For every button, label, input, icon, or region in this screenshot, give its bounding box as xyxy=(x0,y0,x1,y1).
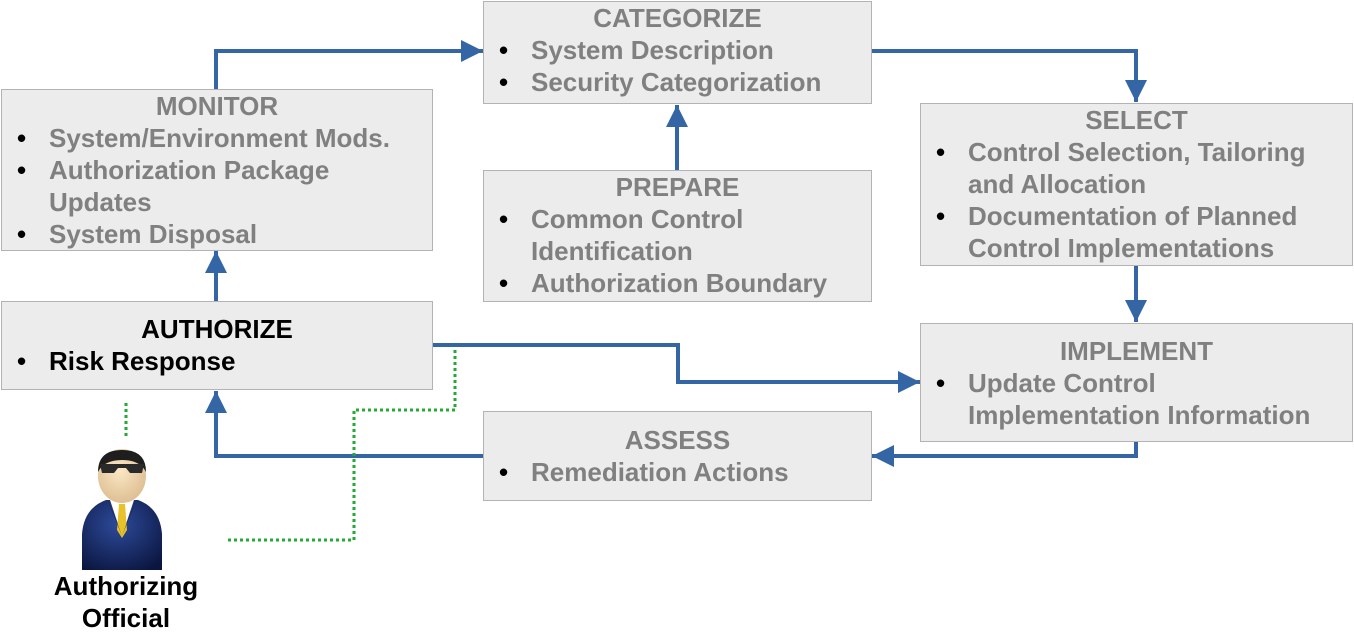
dotted-link-official-to-cycle xyxy=(228,349,457,542)
actor-label: Authorizing Official xyxy=(53,571,199,633)
step-title: SELECT xyxy=(1085,105,1188,135)
step-item: Control Selection, Tailoring and Allocat… xyxy=(921,136,1352,200)
step-prepare: PREPARE Common Control Identification Au… xyxy=(483,170,872,302)
step-title: CATEGORIZE xyxy=(593,3,762,33)
step-item: Risk Response xyxy=(2,345,432,377)
step-implement: IMPLEMENT Update Control Implementation … xyxy=(920,323,1353,442)
step-item: System Disposal xyxy=(2,218,432,250)
step-item: Security Categorization xyxy=(484,66,871,98)
step-item: Authorization Boundary xyxy=(484,267,871,299)
step-title: IMPLEMENT xyxy=(1059,336,1214,366)
arrow-implement-to-assess xyxy=(872,441,1138,467)
arrow-assess-to-authorize xyxy=(205,391,483,458)
step-title: ASSESS xyxy=(624,425,731,455)
step-title: MONITOR xyxy=(155,91,279,121)
step-title: AUTHORIZE xyxy=(141,314,293,344)
arrow-authorize-to-implement xyxy=(433,343,920,393)
arrow-categorize-to-select xyxy=(871,49,1147,102)
step-item: Documentation of Planned Control Impleme… xyxy=(921,200,1352,264)
step-title: PREPARE xyxy=(615,172,740,202)
step-item: Remediation Actions xyxy=(484,456,871,488)
step-authorize: AUTHORIZE Risk Response xyxy=(1,301,433,390)
step-item: Common Control Identification xyxy=(484,203,781,267)
step-select: SELECT Control Selection, Tailoring and … xyxy=(920,103,1353,266)
step-assess: ASSESS Remediation Actions xyxy=(483,411,872,501)
step-item: Authorization Package Updates xyxy=(2,154,359,218)
arrow-monitor-to-categorize xyxy=(214,40,483,89)
step-monitor: MONITOR System/Environment Mods. Authori… xyxy=(1,89,433,251)
step-categorize: CATEGORIZE System Description Security C… xyxy=(483,1,872,104)
step-item: System Description xyxy=(484,34,871,66)
business-person-icon xyxy=(82,449,162,570)
step-item: Update Control Implementation Informatio… xyxy=(921,367,1352,431)
step-item: System/Environment Mods. xyxy=(2,122,432,154)
